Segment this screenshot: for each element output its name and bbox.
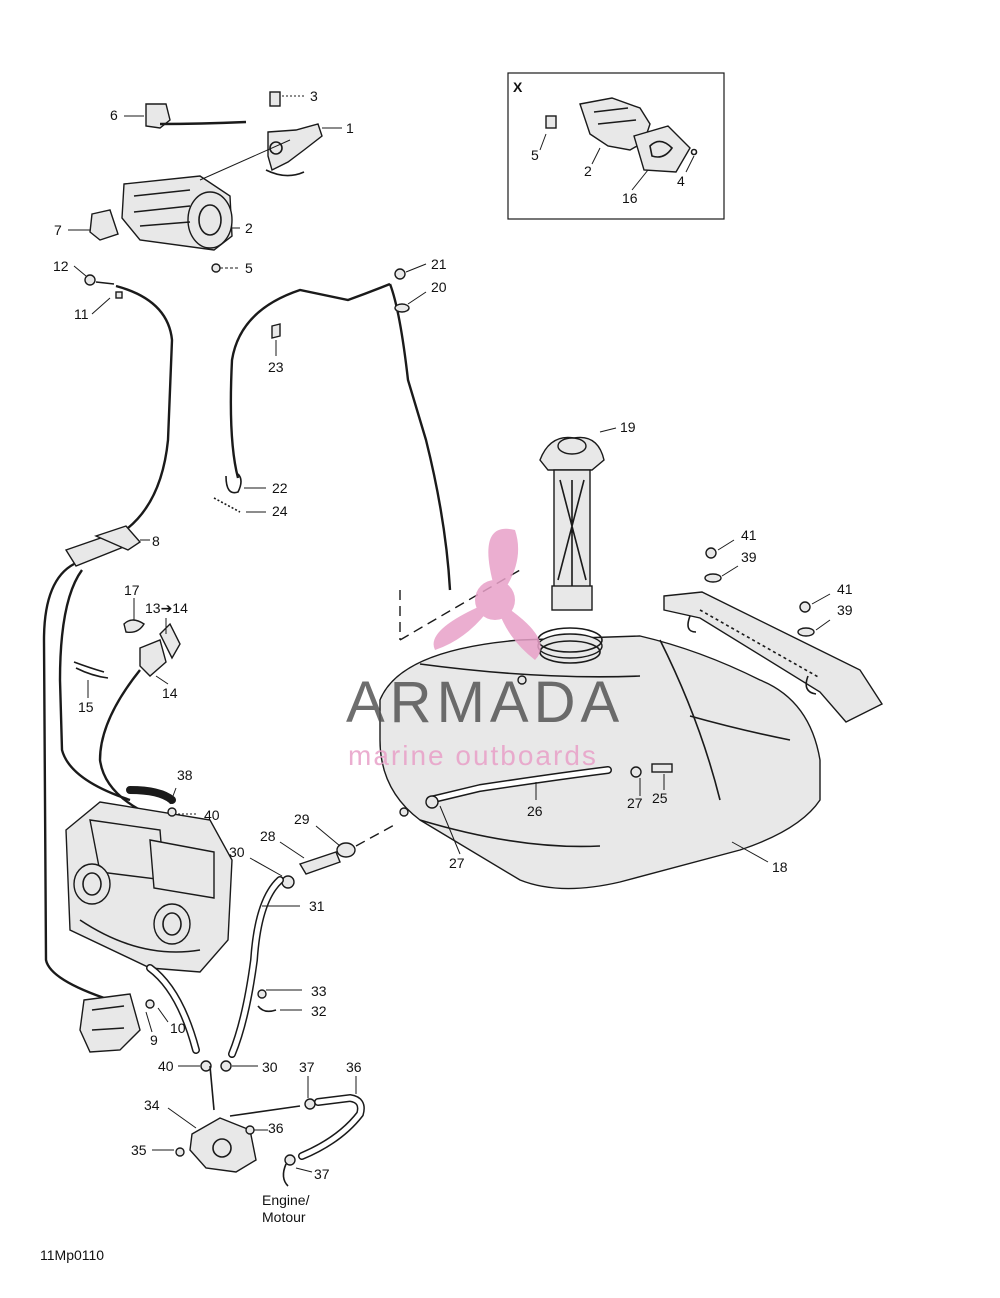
inset-label-16: 16: [622, 190, 638, 206]
callout-17: 17: [124, 582, 140, 598]
callout-33: 33: [311, 983, 327, 999]
callout-41b: 41: [837, 581, 853, 597]
callout-9: 9: [150, 1032, 158, 1048]
watermark: ARMADA marine outboards: [346, 528, 624, 771]
callout-40a: 40: [204, 807, 220, 823]
callout-37b: 37: [314, 1166, 330, 1182]
callout-37a: 37: [299, 1059, 315, 1075]
sensor-group: [73, 598, 181, 698]
carburetors: [65, 786, 233, 973]
callout-23: 23: [268, 359, 284, 375]
callout-27a: 27: [449, 855, 465, 871]
callout-13-14: 13➔14: [145, 600, 188, 616]
callout-29: 29: [294, 811, 310, 827]
callout-36a: 36: [346, 1059, 362, 1075]
callout-labels: 3 6 1 2 7 5 12 11 21 20 23 19 22 24 8 41…: [40, 88, 853, 1263]
callout-22: 22: [272, 480, 288, 496]
callout-30b: 30: [262, 1059, 278, 1075]
oil-pump-block: [79, 993, 169, 1053]
callout-28: 28: [260, 828, 276, 844]
inset-label-5: 5: [531, 147, 539, 163]
callout-10: 10: [170, 1020, 186, 1036]
callout-1: 1: [346, 120, 354, 136]
callout-39a: 39: [741, 549, 757, 565]
callout-18: 18: [772, 859, 788, 875]
throttle-assembly: [89, 91, 323, 273]
callout-25: 25: [652, 790, 668, 806]
callout-11: 11: [74, 306, 89, 322]
propeller-logo: [433, 528, 541, 660]
throttle-cable: [84, 274, 174, 529]
fuel-tank: [379, 627, 821, 890]
callout-35: 35: [131, 1142, 147, 1158]
callout-5: 5: [245, 260, 253, 276]
callout-20: 20: [431, 279, 447, 295]
inset-label-2: 2: [584, 163, 592, 179]
callout-27b: 27: [627, 795, 643, 811]
callout-24: 24: [272, 503, 288, 519]
wire-harness: [42, 525, 150, 1002]
callout-21: 21: [431, 256, 447, 272]
inset-x: X 5 2 16 4: [507, 72, 725, 220]
engine-label-line1: Engine/: [262, 1192, 310, 1208]
callout-39b: 39: [837, 602, 853, 618]
fuel-gauge: [539, 427, 617, 611]
callout-40b: 40: [158, 1058, 174, 1074]
callout-31: 31: [309, 898, 325, 914]
tank-bracket: [663, 539, 884, 723]
callout-41a: 41: [741, 527, 757, 543]
figure-code: 11Mp0110: [40, 1247, 104, 1263]
vent-line: [213, 263, 521, 641]
callout-3: 3: [310, 88, 318, 104]
callout-2: 2: [245, 220, 253, 236]
callout-38: 38: [177, 767, 193, 783]
callout-19: 19: [620, 419, 636, 435]
callout-34: 34: [144, 1097, 160, 1113]
fuel-pump: [152, 1060, 365, 1187]
callout-12: 12: [53, 258, 69, 274]
watermark-brand: ARMADA: [346, 670, 624, 735]
inset-letter: X: [513, 79, 523, 95]
callout-15: 15: [78, 699, 94, 715]
engine-label-line2: Motour: [262, 1209, 306, 1225]
fuel-inlet-line: [146, 823, 397, 1058]
callout-30a: 30: [229, 844, 245, 860]
callout-32: 32: [311, 1003, 327, 1019]
callout-26: 26: [527, 803, 543, 819]
throttle-leaders: [68, 95, 342, 315]
watermark-tagline: marine outboards: [348, 740, 598, 771]
callout-8: 8: [152, 533, 160, 549]
callout-7: 7: [54, 222, 62, 238]
callout-36b: 36: [268, 1120, 284, 1136]
inset-label-4: 4: [677, 173, 685, 189]
callout-6: 6: [110, 107, 118, 123]
callout-14: 14: [162, 685, 178, 701]
